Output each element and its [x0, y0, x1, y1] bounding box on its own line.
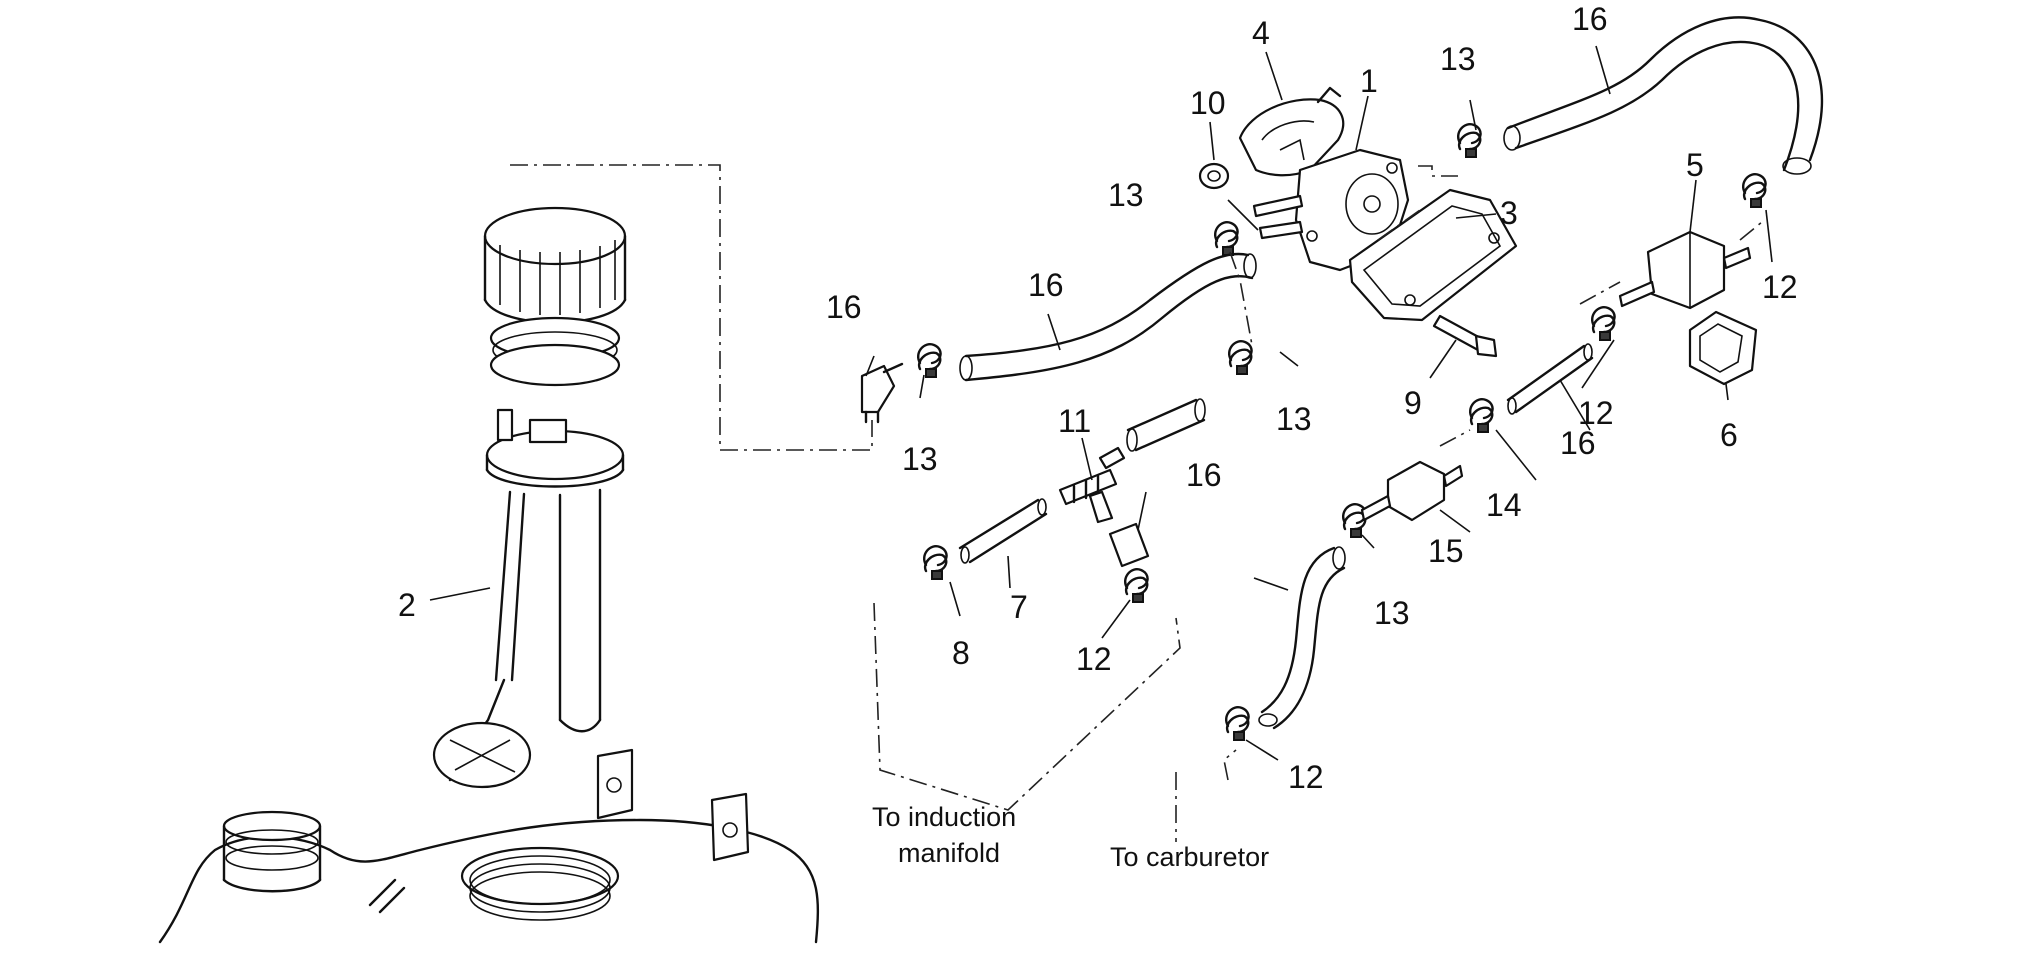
bolt-9 [1432, 314, 1498, 358]
hose-16-left [959, 252, 1257, 382]
note-induction-line2: manifold [898, 838, 1000, 868]
callout-14: 15 [1428, 533, 1464, 569]
clip-12-c [1590, 306, 1616, 342]
callout-8: 8 [952, 635, 970, 671]
callout-5: 5 [1686, 147, 1704, 183]
callout-7: 7 [1010, 589, 1028, 625]
clip-12-a [1123, 568, 1149, 604]
clip-12-d [1741, 173, 1767, 209]
callout-10: 10 [1190, 85, 1226, 121]
washer-10 [1198, 162, 1230, 190]
callout-12c: 12 [1578, 395, 1614, 431]
callout-13c: 13 [1276, 401, 1312, 437]
inline-filter-14 [1360, 460, 1464, 522]
cover-4 [1238, 86, 1345, 177]
callout-16c: 16 [1186, 457, 1222, 493]
callout-6: 6 [1720, 417, 1738, 453]
clip-13-e [1468, 398, 1494, 434]
destination-notes: To induction manifold To carburetor [872, 802, 1269, 872]
callout-1: 1 [1360, 63, 1378, 99]
clip-13-d [1456, 123, 1482, 159]
callout-16b: 16 [1572, 1, 1608, 37]
callout-16a: 16 [1028, 267, 1064, 303]
hose-16-top [1503, 16, 1824, 175]
fuel-tank [158, 748, 820, 944]
note-induction-line1: To induction [872, 802, 1016, 832]
callout-16d: 16 [1560, 425, 1596, 461]
hose-16-short [1126, 398, 1206, 452]
clip-13-b [1213, 221, 1239, 257]
callout-12a: 12 [1076, 641, 1112, 677]
clip-12-b [1224, 706, 1250, 742]
callout-12d: 12 [1762, 269, 1798, 305]
callout-13a: 13 [902, 441, 938, 477]
leader-lines [429, 45, 1773, 761]
callout-13f: 14 [1486, 487, 1522, 523]
cover-plate-3 [1348, 188, 1518, 322]
callout-3: 3 [1500, 195, 1518, 231]
callout-15: 16 [826, 289, 862, 325]
clip-8 [922, 545, 948, 581]
callout-13e: 13 [1374, 595, 1410, 631]
callout-12b: 12 [1288, 759, 1324, 795]
callout-2: 2 [398, 587, 416, 623]
callout-13d: 13 [1440, 41, 1476, 77]
fuel-sender-unit [432, 206, 627, 789]
hose-16-lower [1258, 546, 1346, 730]
callout-labels: 1 2 3 4 5 6 7 8 9 10 11 12 12 12 12 13 1… [398, 1, 1798, 795]
filter-holder-6 [1688, 310, 1758, 386]
leader-sender-to-hose [510, 164, 873, 451]
callout-4: 4 [1252, 15, 1270, 51]
hose-7 [958, 498, 1048, 564]
callout-11: 11 [1058, 403, 1091, 439]
fuel-filter-5 [1618, 230, 1752, 310]
hose-16-right [1506, 343, 1594, 415]
clip-13-c [1227, 340, 1253, 376]
t-fitting-11 [1058, 446, 1126, 524]
note-carburetor: To carburetor [1110, 842, 1269, 872]
hose-stub [1108, 522, 1150, 568]
callout-13b: 13 [1108, 177, 1144, 213]
callout-9: 9 [1404, 385, 1422, 421]
routing-lines [873, 165, 1763, 842]
elbow-fitting-15 [860, 362, 904, 424]
clip-13-a [916, 343, 942, 379]
